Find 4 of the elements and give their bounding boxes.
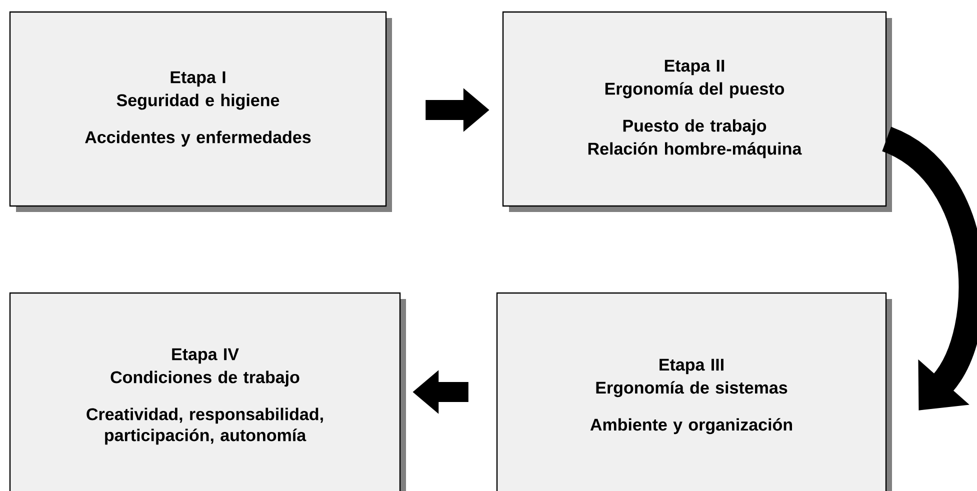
- stage-box: Etapa II Ergonomía del puesto Puesto de trabajo Relación hombre-máquina: [502, 11, 892, 212]
- stage-box: Etapa IV Condiciones de trabajo Creatividad, responsabilidad, participación, autonomía: [9, 292, 406, 491]
- stage-box: Etapa I Seguridad e higiene Accidentes y enfermedades: [9, 11, 392, 212]
- stage-box: Etapa III Ergonomía de sistemas Ambiente y organización: [496, 292, 892, 491]
